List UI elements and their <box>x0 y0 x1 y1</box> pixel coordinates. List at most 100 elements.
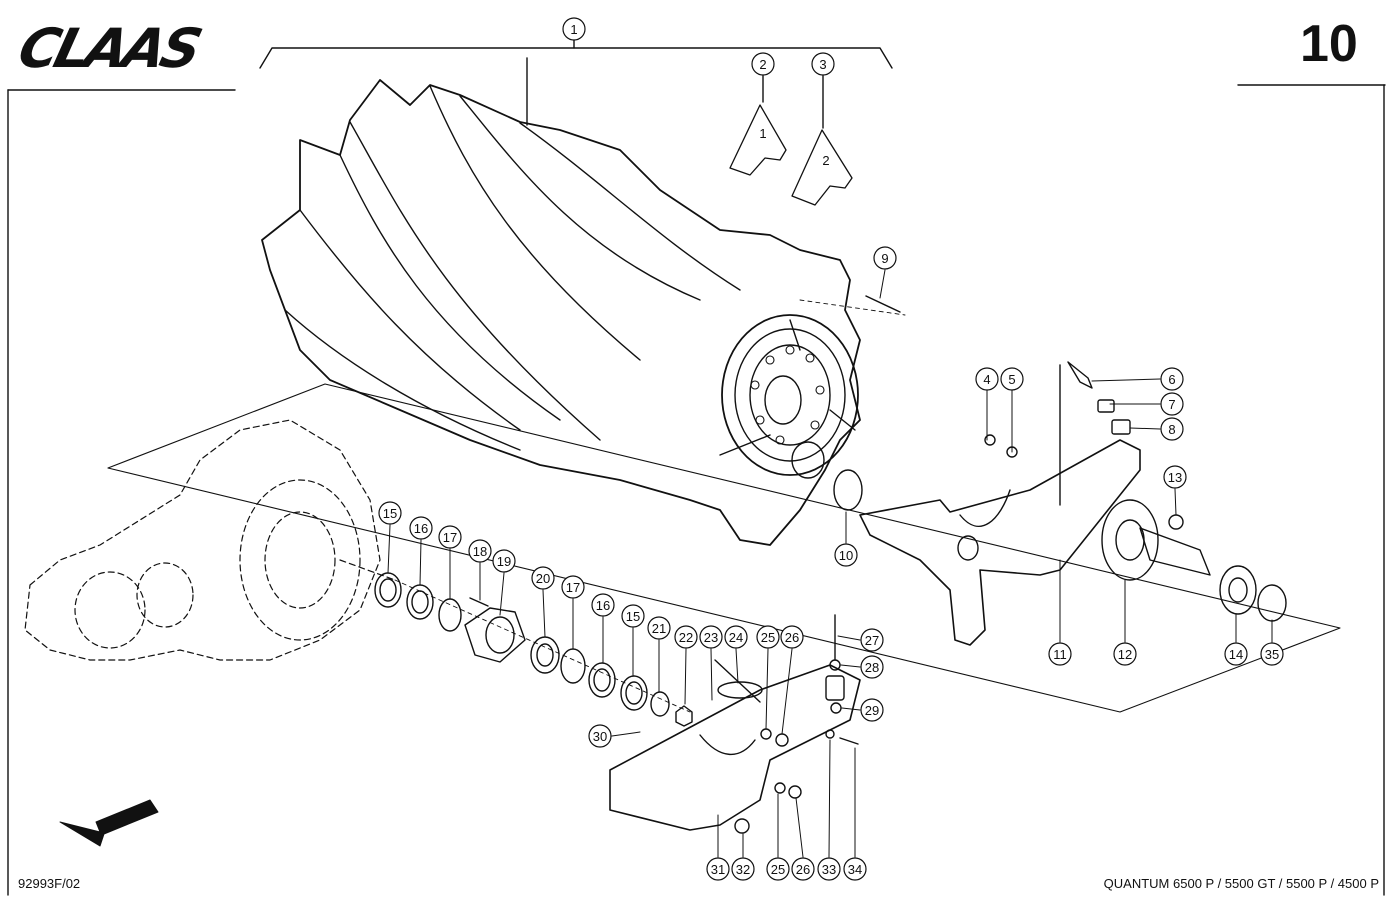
callout-number: 25 <box>761 630 775 645</box>
callout-25: 25 <box>766 857 790 881</box>
gearbox-dashed <box>24 419 396 661</box>
claas-logo: CLAAS <box>12 17 205 80</box>
callout-number: 10 <box>839 548 853 563</box>
callout-number: 17 <box>566 580 580 595</box>
callout-21: 21 <box>647 616 671 640</box>
callout-3: 3 <box>811 52 835 76</box>
callout-number: 1 <box>570 22 577 37</box>
callout-number: 23 <box>704 630 718 645</box>
assembly-bracket <box>259 39 893 126</box>
callout-number: 6 <box>1168 372 1175 387</box>
callout-29: 29 <box>860 698 884 722</box>
callout-12: 12 <box>1113 642 1137 666</box>
callout-number: 8 <box>1168 422 1175 437</box>
callout-17: 17 <box>438 525 462 549</box>
callout-number: 16 <box>596 598 610 613</box>
callout-28: 28 <box>860 655 884 679</box>
callout-number: 35 <box>1265 647 1279 662</box>
page-number: 10 <box>1300 15 1358 73</box>
callout-20: 20 <box>531 566 555 590</box>
callout-number: 28 <box>865 660 879 675</box>
callout-2: 2 <box>751 52 775 76</box>
callout-number: 14 <box>1229 647 1243 662</box>
wear-plates <box>729 75 853 206</box>
callout-number: 18 <box>473 544 487 559</box>
callout-number: 20 <box>536 571 550 586</box>
callout-19: 19 <box>492 549 516 573</box>
callout-5: 5 <box>1000 367 1024 391</box>
callout-number: 12 <box>1118 647 1132 662</box>
callout-number: 31 <box>711 862 725 877</box>
callout-8: 8 <box>1160 417 1184 441</box>
model-line: QUANTUM 6500 P / 5500 GT / 5500 P / 4500… <box>1103 876 1379 891</box>
callout-31: 31 <box>706 857 730 881</box>
callout-number: 17 <box>443 530 457 545</box>
callout-10: 10 <box>834 543 858 567</box>
callout-number: 19 <box>497 554 511 569</box>
direction-arrow <box>59 799 159 847</box>
callout-23: 23 <box>699 625 723 649</box>
callout-number: 32 <box>736 862 750 877</box>
callout-34: 34 <box>843 857 867 881</box>
plate-labels: 12 <box>759 126 829 168</box>
callout-4: 4 <box>975 367 999 391</box>
plate-label-2: 2 <box>822 153 829 168</box>
callout-22: 22 <box>674 625 698 649</box>
callout-27: 27 <box>860 628 884 652</box>
callout-16: 16 <box>591 593 615 617</box>
callout-7: 7 <box>1160 392 1184 416</box>
ground-plane <box>107 383 1341 713</box>
callout-30: 30 <box>588 724 612 748</box>
callout-number: 2 <box>759 57 766 72</box>
callout-33: 33 <box>817 857 841 881</box>
callout-14: 14 <box>1224 642 1248 666</box>
drawing-reference: 92993F/02 <box>18 876 81 891</box>
callout-18: 18 <box>468 539 492 563</box>
callout-15: 15 <box>378 501 402 525</box>
callout-15: 15 <box>621 604 645 628</box>
leader-lines <box>387 269 1273 858</box>
plate-label-1: 1 <box>759 126 766 141</box>
callout-number: 26 <box>796 862 810 877</box>
callout-26: 26 <box>791 857 815 881</box>
callout-number: 29 <box>865 703 879 718</box>
callout-number: 16 <box>414 521 428 536</box>
callout-number: 4 <box>983 372 990 387</box>
callout-number: 11 <box>1053 647 1067 662</box>
callout-number: 5 <box>1008 372 1015 387</box>
callout-number: 33 <box>822 862 836 877</box>
callout-number: 25 <box>771 862 785 877</box>
callout-11: 11 <box>1048 642 1072 666</box>
callout-number: 26 <box>785 630 799 645</box>
frame-lines <box>7 84 1386 896</box>
callout-35: 35 <box>1260 642 1284 666</box>
callout-9: 9 <box>873 246 897 270</box>
callout-26: 26 <box>780 625 804 649</box>
callout-13: 13 <box>1163 465 1187 489</box>
callout-1: 1 <box>562 17 586 41</box>
callout-16: 16 <box>409 516 433 540</box>
callout-number: 13 <box>1168 470 1182 485</box>
auger-rotor <box>261 79 861 546</box>
callout-number: 7 <box>1168 397 1175 412</box>
callout-number: 24 <box>729 630 743 645</box>
callout-24: 24 <box>724 625 748 649</box>
callout-number: 27 <box>865 633 879 648</box>
callout-number: 30 <box>593 729 607 744</box>
callout-number: 34 <box>848 862 862 877</box>
callout-number: 15 <box>383 506 397 521</box>
callout-number: 22 <box>679 630 693 645</box>
bearing-stack <box>374 572 693 727</box>
callout-6: 6 <box>1160 367 1184 391</box>
callout-number: 15 <box>626 609 640 624</box>
callout-number: 21 <box>652 621 666 636</box>
callout-32: 32 <box>731 857 755 881</box>
callout-number: 9 <box>881 251 888 266</box>
callout-25: 25 <box>756 625 780 649</box>
callout-number: 3 <box>819 57 826 72</box>
callout-17: 17 <box>561 575 585 599</box>
right-bracket-and-hub <box>799 295 1287 646</box>
